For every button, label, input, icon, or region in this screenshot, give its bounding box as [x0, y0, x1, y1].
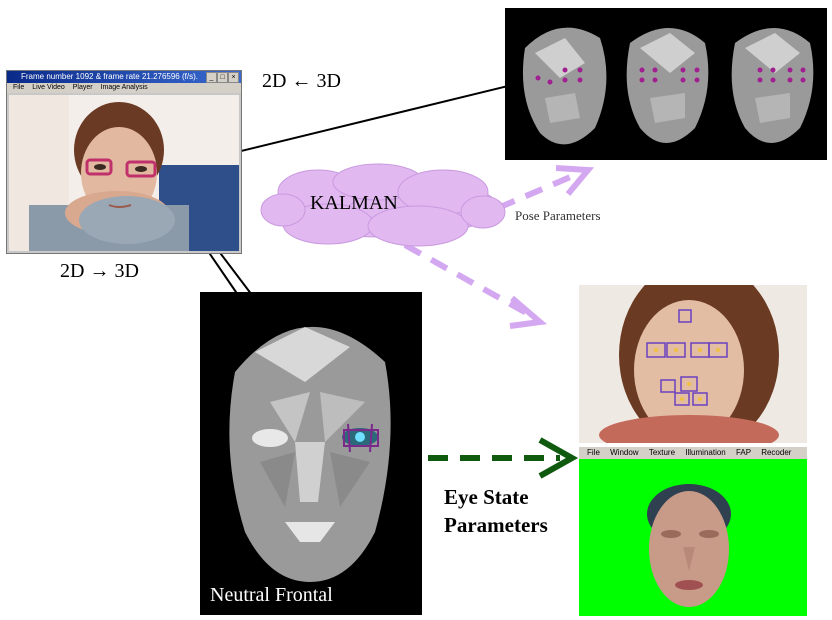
- recoder-menu-recoder[interactable]: Recoder: [761, 448, 791, 457]
- menu-live-video[interactable]: Live Video: [32, 84, 65, 91]
- eye-state-label-1: Eye State: [444, 484, 529, 510]
- pose-faces-panel: [505, 8, 827, 160]
- webcam-photo: [9, 95, 239, 251]
- close-icon[interactable]: ×: [228, 72, 239, 83]
- kalman-label: KALMAN: [310, 192, 398, 215]
- minimize-icon[interactable]: _: [206, 72, 217, 83]
- webcam-window: Frame number 1092 & frame rate 21.276596…: [6, 70, 242, 254]
- menu-player[interactable]: Player: [73, 84, 93, 91]
- animated-face: [579, 459, 807, 616]
- pose-face-1: [523, 28, 606, 145]
- label-2d-to-3d: 2D → 3D: [60, 260, 139, 283]
- neutral-face: [200, 292, 422, 615]
- recoder-menubar: File Window Texture Illumination FAP Rec…: [579, 447, 807, 459]
- kalman-to-pose-arrow: [498, 168, 588, 208]
- recoder-menu-window[interactable]: Window: [610, 448, 638, 457]
- tracked-face: [579, 285, 807, 443]
- menu-image-analysis[interactable]: Image Analysis: [101, 84, 148, 91]
- recoder-menu-fap[interactable]: FAP: [736, 448, 751, 457]
- neutral-frontal-label: Neutral Frontal: [210, 584, 333, 607]
- menu-file[interactable]: File: [13, 84, 24, 91]
- label-2d-from-3d: 2D ← 3D: [262, 70, 341, 93]
- pose-face-3: [732, 28, 814, 143]
- maximize-icon[interactable]: □: [217, 72, 228, 83]
- pose-faces: [505, 8, 827, 160]
- recoder-window: File Window Texture Illumination FAP Rec…: [579, 447, 807, 616]
- recoder-menu-texture[interactable]: Texture: [649, 448, 675, 457]
- webcam-frame: [9, 95, 239, 251]
- eye-state-arrow: [428, 440, 572, 476]
- eye-state-label-2: Parameters: [444, 512, 548, 538]
- recoder-menu-file[interactable]: File: [587, 448, 600, 457]
- kalman-to-tracking-arrow: [405, 245, 540, 326]
- pose-parameters-label: Pose Parameters: [515, 208, 601, 224]
- webcam-titlebar: Frame number 1092 & frame rate 21.276596…: [7, 71, 241, 83]
- recoder-menu-illumination[interactable]: Illumination: [685, 448, 725, 457]
- neutral-frontal-panel: Neutral Frontal: [200, 292, 422, 615]
- tracked-face-photo: [579, 285, 807, 443]
- pose-face-2: [627, 28, 709, 143]
- webcam-title: Frame number 1092 & frame rate 21.276596…: [21, 72, 198, 81]
- webcam-menubar: File Live Video Player Image Analysis: [7, 83, 241, 93]
